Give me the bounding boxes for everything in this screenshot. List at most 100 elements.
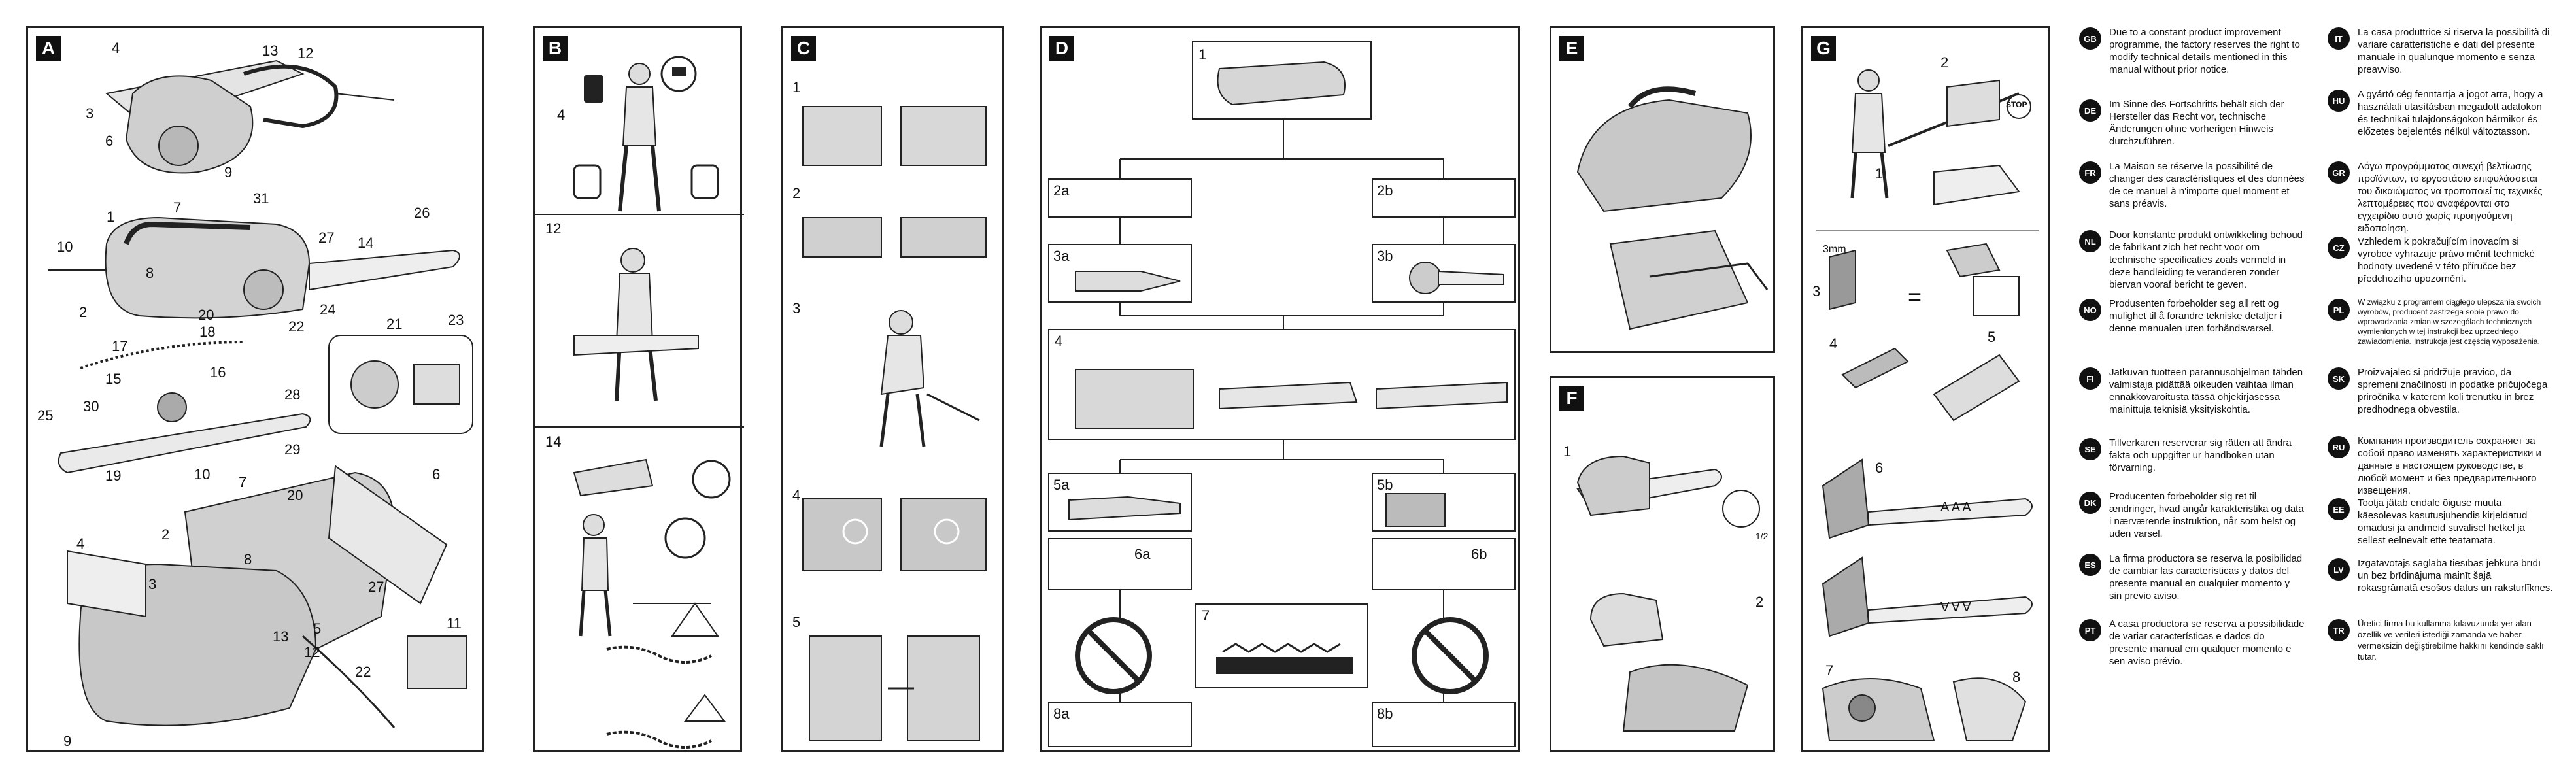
d-step-3b: 3b bbox=[1372, 244, 1516, 303]
d-step-7: 7 bbox=[1195, 603, 1368, 688]
chainsaw-illustration bbox=[802, 106, 987, 741]
callout-27: 27 bbox=[318, 229, 335, 246]
panel-b: B 4 12 14 bbox=[533, 26, 744, 752]
lang-badge-tr: TR bbox=[2328, 619, 2350, 641]
lang-badge-fi: FI bbox=[2079, 367, 2101, 390]
panel-c-label: C bbox=[791, 36, 816, 61]
callout-5: 5 bbox=[313, 620, 322, 637]
lang-badge-lv: LV bbox=[2328, 558, 2350, 581]
callout-12: 12 bbox=[297, 45, 314, 61]
f-step-1: 1 bbox=[1563, 443, 1572, 460]
panel-g-label: G bbox=[1811, 36, 1836, 61]
panel-d-label: D bbox=[1049, 36, 1074, 61]
b-step-14: 14 bbox=[545, 433, 562, 450]
d-step-5b: 5b bbox=[1372, 473, 1516, 532]
callout-7: 7 bbox=[173, 199, 182, 216]
callout-7b: 7 bbox=[239, 474, 247, 490]
lang-badge-fr: FR bbox=[2079, 161, 2101, 184]
callout-6: 6 bbox=[105, 133, 114, 149]
c-step-4: 4 bbox=[792, 487, 801, 503]
lang-badge-ru: RU bbox=[2328, 436, 2350, 458]
lang-badge-ee: EE bbox=[2328, 498, 2350, 520]
d-step-5a: 5a bbox=[1048, 473, 1192, 532]
lang-badge-nl: NL bbox=[2079, 230, 2101, 252]
g-step-1: 1 bbox=[1875, 165, 1884, 182]
f-gauge-label: 1/2 bbox=[1755, 531, 1769, 541]
lang-badge-sk: SK bbox=[2328, 367, 2350, 390]
callout-25: 25 bbox=[37, 407, 54, 424]
d-step-6a: 6a bbox=[1048, 538, 1192, 590]
d-step-8a: 8a bbox=[1048, 702, 1192, 747]
callout-8: 8 bbox=[146, 265, 154, 281]
chainsaw-illustration bbox=[1217, 61, 1346, 106]
chainsaw-illustration bbox=[1816, 69, 2039, 741]
g-step-2: 2 bbox=[1940, 54, 1949, 71]
panel-f: F 1 1/2 2 bbox=[1550, 376, 1775, 752]
callout-17: 17 bbox=[112, 338, 128, 354]
lang-badge-es: ES bbox=[2079, 554, 2101, 576]
panel-g: G 1 2 STOP 3 3mm = 4 5 6 A A A A A A 7 8 bbox=[1801, 26, 2050, 752]
callout-9b: 9 bbox=[63, 733, 72, 749]
callout-1: 1 bbox=[107, 209, 115, 225]
callout-24: 24 bbox=[320, 301, 336, 318]
panel-b-label: B bbox=[543, 36, 568, 61]
c-step-2: 2 bbox=[792, 185, 801, 201]
g-step-8: 8 bbox=[2012, 669, 2021, 685]
lang-badge-se: SE bbox=[2079, 438, 2101, 460]
c-step-5: 5 bbox=[792, 614, 801, 630]
callout-26: 26 bbox=[414, 205, 430, 221]
panel-f-label: F bbox=[1559, 386, 1584, 411]
d-step-3a: 3a bbox=[1048, 244, 1192, 303]
d-step-6b: 6b bbox=[1372, 538, 1516, 590]
flow-connectors bbox=[1075, 120, 1489, 702]
callout-23: 23 bbox=[448, 312, 464, 328]
chainsaw-illustration bbox=[48, 59, 473, 728]
callout-8b: 8 bbox=[244, 551, 252, 567]
callout-2: 2 bbox=[79, 304, 88, 320]
callout-20: 20 bbox=[198, 307, 214, 323]
callout-22: 22 bbox=[288, 318, 305, 335]
g-step-6: 6 bbox=[1875, 460, 1884, 476]
callout-29: 29 bbox=[284, 441, 301, 458]
callout-10: 10 bbox=[57, 239, 73, 255]
g-step-5: 5 bbox=[1988, 329, 1996, 345]
chainsaw-illustration bbox=[1576, 86, 1769, 330]
panel-a: A 4 13 12 3 6 9 1 7 31 10 8 27 14 bbox=[26, 26, 484, 752]
d-step-2b: 2b bbox=[1372, 178, 1516, 218]
callout-9: 9 bbox=[224, 164, 233, 180]
person-icon bbox=[535, 56, 744, 749]
panel-a-label: A bbox=[36, 36, 61, 61]
b-step-12: 12 bbox=[545, 220, 562, 237]
callout-28: 28 bbox=[284, 386, 301, 403]
lang-badge-cz: CZ bbox=[2328, 237, 2350, 259]
lang-badge-gb: GB bbox=[2079, 27, 2101, 50]
c-step-1: 1 bbox=[792, 79, 801, 95]
lang-badge-no: NO bbox=[2079, 299, 2101, 321]
callout-11: 11 bbox=[447, 615, 462, 632]
callout-21: 21 bbox=[386, 316, 403, 332]
chainsaw-illustration bbox=[1576, 455, 1760, 732]
lang-badge-it: IT bbox=[2328, 27, 2350, 50]
g-bar-marking-flipped: A A A bbox=[1940, 599, 1971, 613]
callout-2b: 2 bbox=[161, 526, 170, 543]
lang-badge-pl: PL bbox=[2328, 299, 2350, 321]
d-step-8b: 8b bbox=[1372, 702, 1516, 747]
panel-d: D 1 2a 2b 3a 3b 4 5a 5b 6a 6b 7 8a 8b bbox=[1040, 26, 1520, 752]
d-step-1: 1 bbox=[1192, 41, 1372, 120]
panel-e: E bbox=[1550, 26, 1775, 353]
callout-4b: 4 bbox=[76, 535, 85, 552]
callout-4: 4 bbox=[112, 40, 120, 56]
callout-18: 18 bbox=[199, 324, 216, 340]
